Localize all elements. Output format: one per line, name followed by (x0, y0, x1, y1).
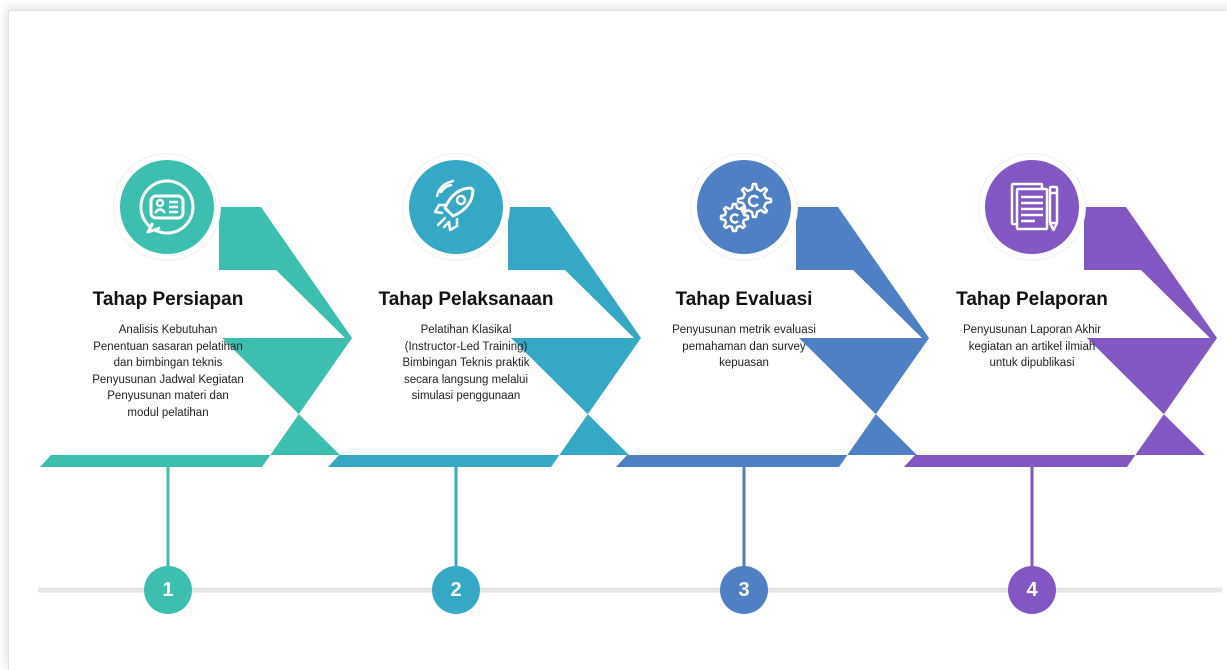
gears-icon (719, 182, 773, 233)
stage-2-desc-line: secara langsung melalui (403, 373, 529, 386)
stage-4-desc-line: untuk dipublikasi (989, 357, 1075, 369)
id-card-chat-icon (139, 179, 195, 235)
stage-1-desc-line: dan bimbingan teknis (113, 357, 223, 369)
stage-1-number: 1 (144, 566, 192, 614)
stage-2-desc-line: (Instructor-Led Training) (404, 340, 528, 353)
stage-2-desc-line: Bimbingan Teknis praktik (402, 357, 530, 369)
diagram-frame (8, 10, 1227, 670)
stage-4-description: Penyusunan Laporan Akhir kegiatan an art… (932, 322, 1132, 372)
chevron-1 (40, 207, 352, 467)
stage-1-icon-circle (114, 154, 220, 260)
document-pencil-icon (1010, 182, 1059, 232)
chevron-3 (616, 207, 929, 467)
stage-3-desc-line: pemahaman dan survey (682, 340, 806, 353)
stage-1-desc-line: Penentuan sasaran pelatihan (93, 340, 243, 353)
stage-2-icon-circle (403, 154, 509, 260)
stage-4-desc-line: kegiatan an artikel ilmiah (968, 340, 1096, 353)
stage-2-number: 2 (432, 566, 480, 614)
stage-1-description: Analisis Kebutuhan Penentuan sasaran pel… (68, 322, 268, 421)
stage-3-description: Penyusunan metrik evaluasi pemahaman dan… (644, 322, 844, 372)
stage-2-title: Tahap Pelaksanaan (378, 289, 554, 310)
stage-2-desc-line: simulasi penggunaan (411, 390, 521, 402)
stage-2-desc-line: Pelatihan Klasikal (420, 324, 512, 336)
stage-1-desc-line: Penyusunan materi dan (107, 390, 229, 402)
stage-1-desc-line: modul pelatihan (127, 406, 209, 419)
stage-3-icon-circle (691, 154, 797, 260)
chevron-4 (904, 207, 1217, 467)
stage-4-icon-circle (979, 154, 1085, 260)
stage-4-number: 4 (1008, 566, 1056, 614)
stage-1-title: Tahap Persiapan (92, 289, 244, 310)
stage-1-desc-line: Analisis Kebutuhan (118, 324, 218, 336)
stage-4-desc-line: Penyusunan Laporan Akhir (962, 324, 1102, 336)
stage-1-desc-line: Penyusunan Jadwal Kegiatan (92, 373, 244, 386)
stage-4-title: Tahap Pelaporan (956, 289, 1108, 310)
stage-3-title: Tahap Evaluasi (675, 289, 813, 310)
stage-3-number: 3 (720, 566, 768, 614)
chevron-2 (328, 207, 641, 467)
rocket-icon (433, 179, 475, 232)
stage-2-description: Pelatihan Klasikal (Instructor-Led Train… (366, 322, 566, 405)
stage-3-desc-line: Penyusunan metrik evaluasi (672, 324, 816, 336)
stage-3-desc-line: kepuasan (719, 357, 769, 369)
